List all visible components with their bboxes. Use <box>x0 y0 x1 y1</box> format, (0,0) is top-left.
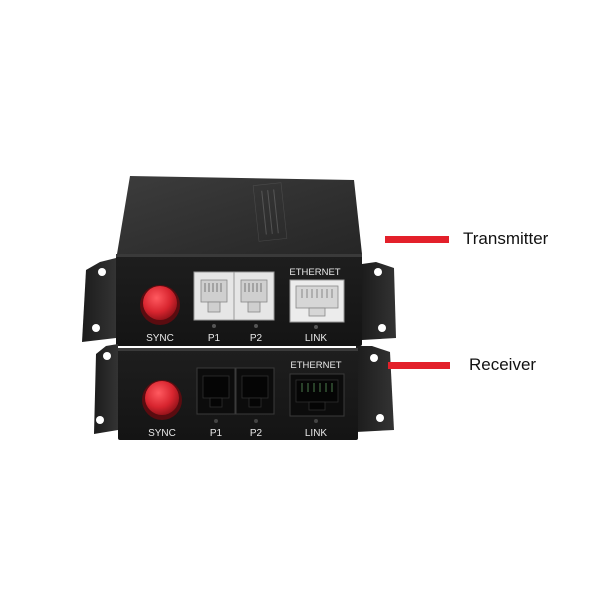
link-led <box>314 325 318 329</box>
mount-hole <box>103 352 111 360</box>
phone-port-p1[interactable] <box>193 271 235 321</box>
mount-hole <box>374 268 382 276</box>
sync-label: SYNC <box>148 428 176 439</box>
link-led <box>314 419 318 423</box>
p1-label: P1 <box>208 333 221 344</box>
p1-led <box>212 324 216 328</box>
mount-hole <box>378 324 386 332</box>
mount-hole <box>96 416 104 424</box>
mount-hole <box>92 324 100 332</box>
sync-button[interactable] <box>145 381 179 415</box>
ethernet-label: ETHERNET <box>289 267 340 278</box>
p2-led <box>254 324 258 328</box>
receiver-label: Receiver <box>469 355 537 374</box>
link-label: LINK <box>305 428 328 439</box>
p2-label: P2 <box>250 333 263 344</box>
p2-led <box>254 419 258 423</box>
mount-hole <box>370 354 378 362</box>
receiver-unit: SYNC P1 P2 ETHERNET <box>94 344 394 440</box>
phone-port-p1[interactable] <box>196 367 236 415</box>
transmitter-unit: SYNC P1 P2 ETHERNET <box>82 176 396 346</box>
phone-port-p2[interactable] <box>235 367 275 415</box>
ethernet-label: ETHERNET <box>290 360 341 371</box>
ethernet-port[interactable] <box>289 373 345 417</box>
p1-label: P1 <box>210 428 223 439</box>
mount-hole <box>376 414 384 422</box>
p2-label: P2 <box>250 428 263 439</box>
sync-label: SYNC <box>146 333 174 344</box>
receiver-callout-line <box>388 362 450 369</box>
transmitter-right-bracket <box>362 262 396 340</box>
transmitter-top-panel <box>117 176 362 254</box>
transmitter-label: Transmitter <box>463 229 549 248</box>
sync-button[interactable] <box>143 286 177 320</box>
transmitter-left-bracket <box>82 258 116 342</box>
mount-hole <box>98 268 106 276</box>
top-panel-label <box>252 182 288 242</box>
receiver-left-bracket <box>94 344 118 434</box>
p1-led <box>214 419 218 423</box>
ethernet-port[interactable] <box>289 279 345 323</box>
receiver-right-bracket <box>356 346 394 432</box>
phone-port-p2[interactable] <box>233 271 275 321</box>
link-label: LINK <box>305 333 328 344</box>
transmitter-callout-line <box>385 236 449 243</box>
